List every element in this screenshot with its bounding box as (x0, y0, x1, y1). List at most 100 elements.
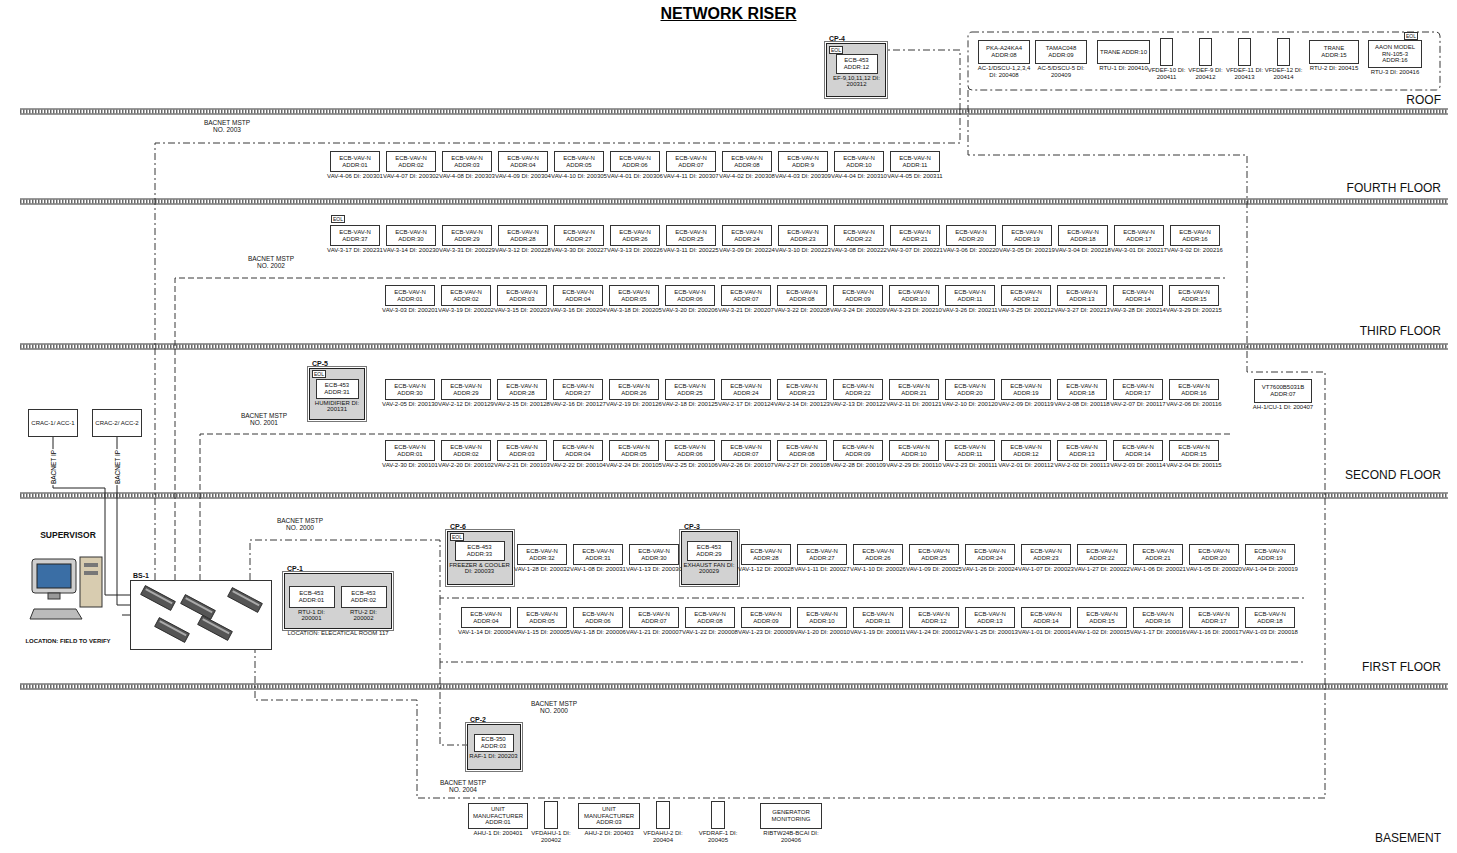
device-tag: VAV-3-16 DI: 200204 (549, 307, 607, 314)
controller-box: ECB-VAV-N ADDR:17VAV-3-01 DI: 200217 (1114, 225, 1164, 246)
controller-box: ECB-VAV-N ADDR:05VAV-1-15 DI: 200005 (517, 607, 567, 628)
device-tag: VAV-2-05 DI: 200130 (381, 401, 439, 408)
device-tag: VAV-1-12 DI: 200028 (737, 566, 795, 573)
device-tag: VAV-3-20 DI: 200206 (661, 307, 719, 314)
device-label: TRANE ADDR:10 (1098, 49, 1149, 56)
device-label: ECB-VAV-N ADDR:09 (742, 611, 790, 625)
controller-box: ECB-VAV-N ADDR:29VAV-2-12 DI: 200129 (441, 379, 491, 400)
controller-box: ECB-VAV-N ADDR:16VAV-1-17 DI: 200016 (1133, 607, 1183, 628)
controller-box: ECB-VAV-N ADDR:08VAV-3-22 DI: 200208 (777, 285, 827, 306)
device-tag: RTU-3 DI: 200416 (1366, 69, 1424, 76)
panel-name: BS-1 (133, 572, 149, 580)
controller-box: ECB-VAV-N ADDR:25VAV-1-09 DI: 200025 (909, 544, 959, 565)
device-label: ECB-VAV-N ADDR:10 (890, 444, 938, 458)
controller-box: ECB-VAV-N ADDR:16VAV-3-02 DI: 200216 (1170, 225, 1220, 246)
device-tag: VAV-3-05 DI: 200219 (998, 247, 1056, 254)
controller-box: ECB-VAV-N ADDR:25VAV-2-18 DI: 200125 (665, 379, 715, 400)
device-tag: VAV-1-13 DI: 200030 (625, 566, 683, 573)
device-label: ECB-VAV-N ADDR:03 (498, 289, 546, 303)
controller-box: ECB-VAV-N ADDR:12VAV-1-24 DI: 200012 (909, 607, 959, 628)
controller-box: ECB-VAV-N ADDR:20VAV-2-10 DI: 200120 (945, 379, 995, 400)
device-tag: VAV-3-15 DI: 200203 (493, 307, 551, 314)
device-tag: VAV-4-03 DI: 200309 (774, 173, 832, 180)
controller-box: ECB-VAV-N ADDR:22VAV-1-27 DI: 200022 (1077, 544, 1127, 565)
controller-box: ECB-VAV-N ADDR:02VAV-4-07 DI: 200302 (386, 151, 436, 172)
device-tag: VAV-3-04 DI: 200218 (1054, 247, 1112, 254)
device-tag: VAV-3-31 DI: 200229 (438, 247, 496, 254)
controller-box: ECB-VAV-N ADDR:07VAV-3-21 DI: 200207 (721, 285, 771, 306)
controller-box: ECB-VAV-N ADDR:14VAV-2-03 DI: 200114 (1113, 440, 1163, 461)
device-tag: VAV-3-11 DI: 200225 (662, 247, 720, 254)
device-label: ECB-VAV-N ADDR:14 (1114, 444, 1162, 458)
controller-box: ECB-VAV-N ADDR:21VAV-1-06 DI: 200021 (1133, 544, 1183, 565)
device-tag: VFDEF-9 DI: 200412 (1187, 67, 1225, 81)
device-label: ECB-VAV-N ADDR:12 (1002, 289, 1050, 303)
device-tag: VFDEF-12 DI: 200414 (1265, 67, 1303, 81)
device-label: ECB-VAV-N ADDR:15 (1078, 611, 1126, 625)
controller-box: ECB-VAV-N ADDR:11VAV-4-05 DI: 200311 (890, 151, 940, 172)
device-label: ECB-VAV-N ADDR:15 (1170, 289, 1218, 303)
controller-box: ECB-VAV-N ADDR:06VAV-2-25 DI: 200106 (665, 440, 715, 461)
vfd-box: VFDAHU-1 DI: 200402 (544, 801, 558, 829)
device-tag: VAV-3-18 DI: 200205 (605, 307, 663, 314)
device-tag: VAV-2-02 DI: 200113 (1053, 462, 1111, 469)
floor-name: FIRST FLOOR (1362, 661, 1441, 675)
device-label: ECB-VAV-N ADDR:04 (554, 289, 602, 303)
device-label: ECB-VAV-N ADDR:25 (666, 383, 714, 397)
device-tag: VAV-4-01 DI: 200306 (606, 173, 664, 180)
device-label: ECB-VAV-N ADDR:10 (890, 289, 938, 303)
device-tag: VAV-1-27 DI: 200022 (1073, 566, 1131, 573)
controller-box: TRANE ADDR:15RTU-2 DI: 200415 (1309, 40, 1359, 64)
unit-box: CRAC-2/ ACC-2 (92, 409, 142, 437)
device-tag: VAV-1-15 DI: 200005 (513, 629, 571, 636)
device-label: LOCATION: FIELD TO VERIFY (25, 638, 110, 645)
device-tag: VAV-2-24 DI: 200105 (605, 462, 663, 469)
controller-box: ECB-VAV-N ADDR:06VAV-4-01 DI: 200306 (610, 151, 660, 172)
device-label: ECB-VAV-N ADDR:15 (1170, 444, 1218, 458)
device-label: ECB-VAV-N ADDR:20 (947, 229, 995, 243)
controller-box: ECB-VAV-N ADDR:03VAV-4-08 DI: 200303 (442, 151, 492, 172)
panel-controller: ECB-453 ADDR:33FREEZER & COOLER DI: 2000… (455, 541, 505, 561)
panel-controller: ECB-453 ADDR:02RTU-2 DI: 200002 (341, 586, 387, 608)
device-tag: AHU-1 DI: 200401 (466, 830, 530, 837)
device-label: ECB-453 ADDR:02 (342, 590, 386, 604)
device-tag: VAV-4-08 DI: 200303 (438, 173, 496, 180)
device-label: ECB-VAV-N ADDR:37 (331, 229, 379, 243)
device-tag: AHU-2 DI: 200403 (577, 830, 641, 837)
device-label: ECB-VAV-N ADDR:05 (555, 155, 603, 169)
device-tag: VAV-4-06 DI: 200301 (326, 173, 384, 180)
device-label: ECB-VAV-N ADDR:25 (910, 548, 958, 562)
device-tag: VAV-2-12 DI: 200129 (437, 401, 495, 408)
diagram-title: NETWORK RISER (0, 5, 1457, 23)
device-label: ECB-VAV-N ADDR:31 (574, 548, 622, 562)
device-label: ECB-VAV-N ADDR:02 (387, 155, 435, 169)
control-panel: ECB-350 ADDR:03RAF-1 DI: 200203CP-2 (467, 724, 521, 770)
device-tag: VAV-4-05 DI: 200311 (886, 173, 944, 180)
device-label: ECB-VAV-N ADDR:19 (1246, 548, 1294, 562)
panel-name: CP-6 (450, 523, 466, 531)
device-tag: VAV-2-30 DI: 200101 (381, 462, 439, 469)
controller-box: ECB-VAV-N ADDR:27VAV-2-16 DI: 200127 (553, 379, 603, 400)
device-tag: AC-1/DSCU-1,2,3,4 DI: 200408 (974, 65, 1034, 79)
switch-enclosure: BS-1 (130, 580, 272, 650)
controller-box: ECB-VAV-N ADDR:18VAV-3-04 DI: 200218 (1058, 225, 1108, 246)
device-label: ECB-VAV-N ADDR:23 (778, 383, 826, 397)
device-tag: VAV-1-08 DI: 200031 (569, 566, 627, 573)
controller-box: ECB-VAV-N ADDR:23VAV-3-10 DI: 200223 (778, 225, 828, 246)
controller-box: ECB-VAV-N ADDR:01VAV-2-30 DI: 200101 (385, 440, 435, 461)
floor-name: SECOND FLOOR (1345, 469, 1441, 483)
controller-box: ECB-VAV-N ADDR:31VAV-1-08 DI: 200031 (573, 544, 623, 565)
controller-box: ECB-VAV-N ADDR:32VAV-1-28 DI: 200032 (517, 544, 567, 565)
device-tag: VAV-2-04 DI: 200115 (1165, 462, 1223, 469)
device-label: PKA-A24KA4 ADDR:08 (979, 45, 1029, 59)
controller-box: ECB-VAV-N ADDR:05VAV-2-24 DI: 200105 (609, 440, 659, 461)
device-label: ECB-VAV-N ADDR:03 (498, 444, 546, 458)
device-label: ECB-VAV-N ADDR:11 (946, 289, 994, 303)
device-tag: VAV-2-17 DI: 200124 (717, 401, 775, 408)
device-tag: RIBTW24B-BCAI DI: 200406 (756, 830, 826, 844)
controller-box: ECB-VAV-N ADDR:08VAV-2-27 DI: 200108 (777, 440, 827, 461)
device-label: ECB-VAV-N ADDR:07 (722, 444, 770, 458)
device-label: ECB-VAV-N ADDR:26 (611, 229, 659, 243)
device-label: GENERATOR MONITORING (761, 809, 821, 823)
device-tag: VAV-1-04 DI: 200019 (1241, 566, 1299, 573)
